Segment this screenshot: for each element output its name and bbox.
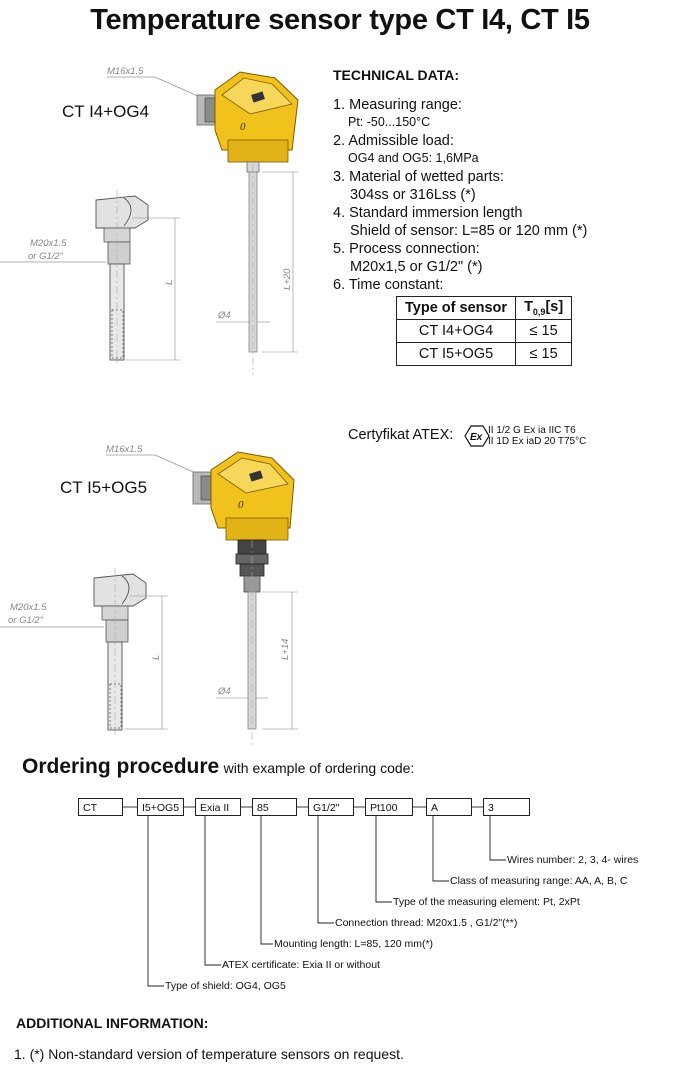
table-row: CT I5+OG5 ≤ 15: [395, 342, 573, 366]
svg-text:0: 0: [240, 121, 246, 133]
connection-label-1a: M20x1.5: [30, 238, 67, 249]
additional-heading: ADDITIONAL INFORMATION:: [16, 1015, 209, 1031]
ordering-connectors: [123, 806, 506, 987]
atex-code-2: II 1D Ex iaD 20 T75°C: [488, 436, 587, 447]
connection-label-1b: or G1/2": [28, 251, 64, 262]
code-box-shield: I5+OG5: [137, 798, 184, 816]
length-label-l14: L+14: [280, 639, 291, 660]
code-box-wires: 3: [483, 798, 530, 816]
svg-text:Ex: Ex: [470, 432, 483, 443]
code-box-ct: CT: [78, 798, 123, 816]
table-cell-value: ≤ 15: [515, 342, 573, 366]
spec-4: 4. Standard immersion length: [333, 205, 523, 221]
page-title: Temperature sensor type CT I4, CT I5: [90, 4, 590, 36]
technical-data-heading: TECHNICAL DATA:: [333, 67, 459, 83]
legend-thread: Connection thread: M20x1.5 , G1/2"(**): [335, 917, 518, 929]
legend-atex: ATEX certificate: Exia II or without: [222, 959, 380, 971]
table-header-row: Type of sensor T0,9[s]: [395, 296, 573, 320]
thread-label-m16-2: M16x1.5: [106, 444, 143, 455]
diameter-label-2: Ø4: [217, 686, 231, 697]
table-cell-type: CT I5+OG5: [395, 342, 517, 366]
code-box-element: Pt100: [365, 798, 413, 816]
table-cell-value: ≤ 15: [515, 319, 573, 343]
additional-item-1: 1. (*) Non-standard version of temperatu…: [14, 1046, 404, 1062]
legend-element: Type of the measuring element: Pt, 2xPt: [393, 896, 580, 908]
table-row: CT I4+OG4 ≤ 15: [395, 319, 573, 343]
legend-wires: Wires number: 2, 3, 4- wires: [507, 854, 639, 866]
spec-5: 5. Process connection:: [333, 241, 480, 257]
spec-3: 3. Material of wetted parts:: [333, 169, 504, 185]
spec-1-value: Pt: -50...150°C: [348, 115, 431, 129]
thread-label-m16-1: M16x1.5: [107, 66, 144, 77]
spec-2: 2. Admissible load:: [333, 133, 454, 149]
atex-ex-icon: Ex: [464, 425, 490, 447]
connection-label-2a: M20x1.5: [10, 602, 47, 613]
code-box-length: 85: [252, 798, 297, 816]
spec-5-value: M20x1,5 or G1/2" (*): [350, 259, 483, 275]
spec-1: 1. Measuring range:: [333, 97, 462, 113]
legend-class: Class of measuring range: AA, A, B, C: [450, 875, 628, 887]
sensor-drawing-og5: M16x1.5 0 L+14 Ø4 M20x1.5 or G1/2": [0, 444, 298, 745]
ordering-heading: Ordering procedure with example of order…: [22, 755, 415, 778]
model-label-ct-i4: CT I4+OG4: [62, 102, 150, 121]
code-box-class: A: [426, 798, 472, 816]
table-header-t09: T0,9[s]: [515, 296, 573, 320]
length-label-l-2: L: [151, 655, 162, 660]
legend-shield: Type of shield: OG4, OG5: [165, 980, 286, 992]
sensor-drawing-og4: M16x1.5 0 L+20 Ø4 M20x1.5 or G: [0, 66, 299, 375]
spec-3-value: 304ss or 316Lss (*): [350, 187, 476, 203]
spec-4-value: Shield of sensor: L=85 or 120 mm (*): [350, 223, 588, 239]
table-cell-type: CT I4+OG4: [395, 319, 517, 343]
atex-label: Certyfikat ATEX:: [348, 427, 454, 443]
table-header-type: Type of sensor: [395, 296, 517, 320]
length-label-l20: L+20: [282, 268, 293, 290]
legend-length: Mounting length: L=85, 120 mm(*): [274, 938, 434, 950]
length-label-l-1: L: [164, 280, 175, 285]
code-box-atex: Exia II: [195, 798, 241, 816]
atex-code-1: II 1/2 G Ex ia IIC T6: [488, 425, 576, 436]
model-label-ct-i5: CT I5+OG5: [60, 478, 148, 497]
svg-text:0: 0: [238, 499, 244, 511]
spec-6: 6. Time constant:: [333, 277, 444, 293]
time-constant-table: Type of sensor T0,9[s] CT I4+OG4 ≤ 15 CT…: [395, 296, 573, 366]
diameter-label-1: Ø4: [217, 310, 231, 321]
connection-label-2b: or G1/2": [8, 615, 44, 626]
code-box-thread: G1/2": [308, 798, 354, 816]
spec-2-value: OG4 and OG5: 1,6MPa: [348, 151, 479, 165]
